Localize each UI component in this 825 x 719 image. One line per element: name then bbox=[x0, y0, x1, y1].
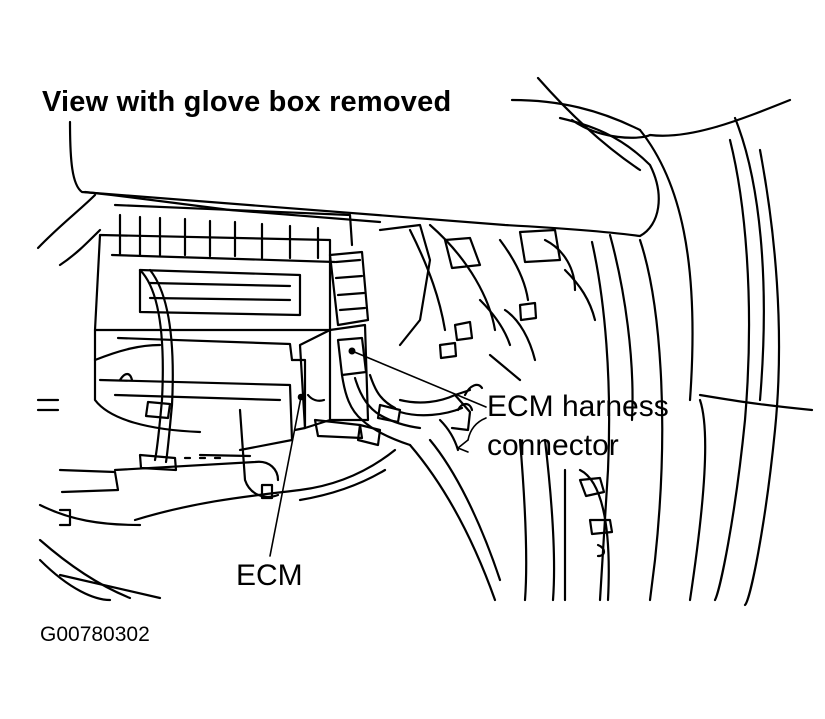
callout-ecm: ECM bbox=[236, 559, 303, 592]
lower-panel-lines bbox=[60, 450, 395, 598]
dash-panel-outline bbox=[70, 78, 659, 236]
callout-ecm-harness-line1: ECM harness bbox=[487, 390, 669, 423]
figure-code: G00780302 bbox=[40, 623, 150, 646]
hvac-housing bbox=[40, 205, 352, 525]
left-dash-outline bbox=[38, 195, 130, 600]
callout-leaders bbox=[270, 351, 486, 556]
diagram-title: View with glove box removed bbox=[42, 86, 452, 118]
centre-brackets bbox=[380, 225, 595, 600]
hose-line bbox=[120, 270, 176, 470]
harness-connector bbox=[330, 252, 420, 445]
callout-ecm-harness-line2: connector bbox=[487, 429, 619, 462]
right-pillar-outline bbox=[520, 100, 812, 605]
